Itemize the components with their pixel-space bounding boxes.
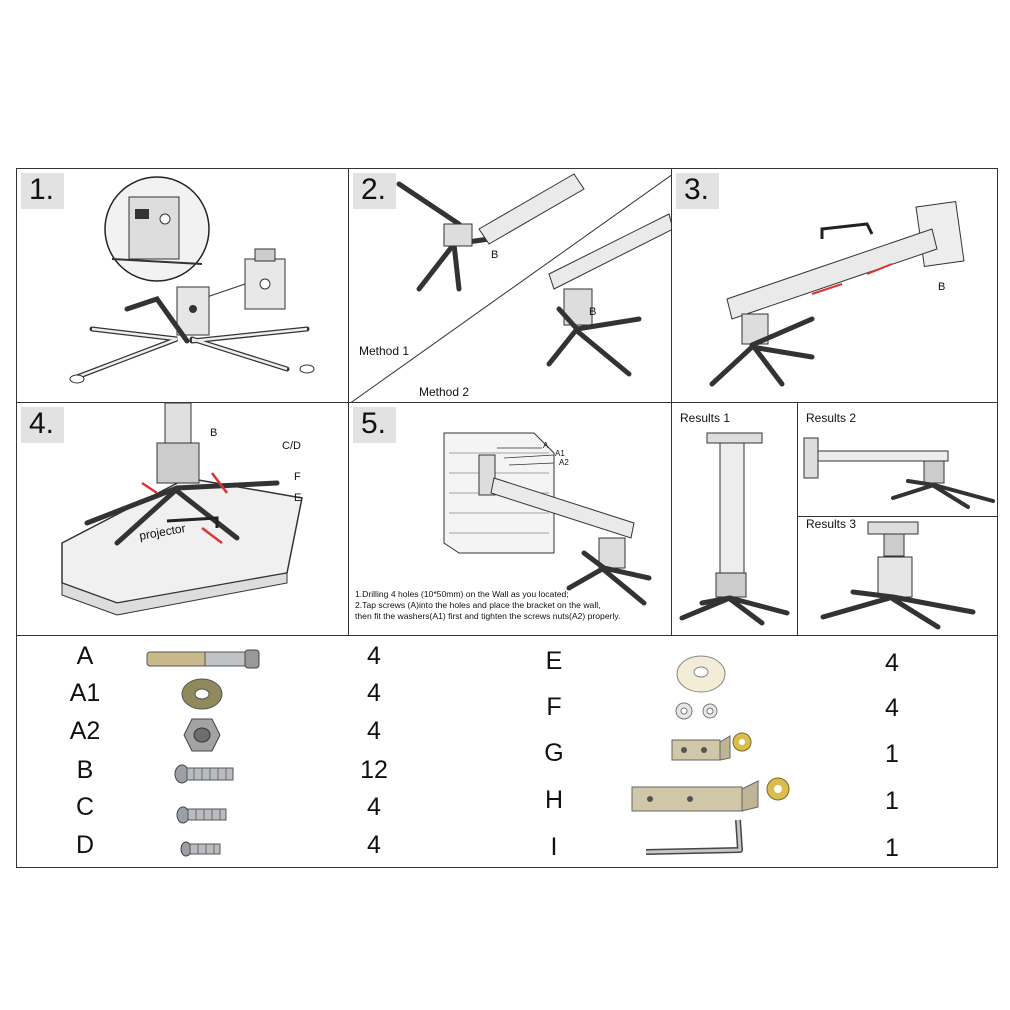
results-1-illustration [679, 432, 790, 626]
results-2-illustration [803, 437, 995, 509]
part-code-d: D [75, 831, 95, 859]
step-2-number: 2. [353, 173, 397, 209]
step-5-number: 5. [353, 407, 397, 443]
step-4-illustration [61, 403, 303, 616]
step-4-panel: 4. B C/D F E projector [16, 402, 349, 636]
results-2-panel: Results 2 [797, 402, 998, 517]
step-4-label-b: B [210, 427, 218, 439]
long-screw-icon [174, 764, 234, 784]
step-2-label-b2: B [589, 306, 597, 318]
part-code-a2: A2 [69, 717, 101, 745]
part-code-a1: A1 [69, 679, 101, 707]
method-2-label: Method 2 [419, 385, 470, 399]
step-2-illustration [350, 173, 671, 402]
part-code-i: I [550, 833, 558, 861]
step-1-panel: 1. [16, 168, 349, 403]
step-2-panel: 2. B B Method 1 Method 2 [348, 168, 672, 403]
step-3-number: 3. [676, 173, 720, 209]
allen-key-icon [645, 819, 743, 855]
part-qty-a1: 4 [367, 679, 381, 707]
results-3-title: Results 3 [806, 517, 857, 531]
part-qty-g: 1 [885, 740, 899, 768]
anchor-bolt-icon [146, 649, 260, 669]
part-qty-a2: 4 [367, 717, 381, 745]
medium-screw-icon [176, 806, 227, 824]
part-qty-b: 12 [360, 756, 388, 784]
part-qty-h: 1 [885, 787, 899, 815]
step-5-instructions: 1.Drilling 4 holes (10*50mm) on the Wall… [355, 589, 620, 622]
part-qty-i: 1 [885, 834, 899, 862]
step-5-label-a2: A2 [559, 458, 569, 467]
long-plate-icon [631, 777, 790, 812]
short-screw-icon [180, 841, 221, 857]
short-plate-icon [671, 732, 752, 761]
part-qty-f: 4 [885, 694, 899, 722]
step-4-label-cd: C/D [282, 440, 301, 452]
results-3-panel: Results 3 [797, 516, 998, 636]
step-4-label-f: F [294, 471, 301, 483]
spacer-washer-icon [676, 655, 726, 693]
part-code-f: F [546, 693, 562, 721]
method-1-label: Method 1 [359, 344, 410, 358]
step-3-illustration [709, 200, 965, 387]
step-1-illustration [69, 176, 315, 384]
part-code-c: C [75, 793, 95, 821]
step-4-label-e: E [294, 492, 302, 504]
instruction-line-1: 1.Drilling 4 holes (10*50mm) on the Wall… [355, 589, 569, 599]
step-5-label-a: A [543, 441, 549, 450]
step-1-number: 1. [21, 173, 65, 209]
step-3-panel: 3. B [671, 168, 998, 403]
results-3-illustration [820, 521, 976, 630]
part-qty-a: 4 [367, 642, 381, 670]
small-washers-icon [675, 702, 718, 720]
part-code-a: A [76, 642, 94, 670]
part-code-e: E [545, 647, 563, 675]
results-1-title: Results 1 [680, 411, 731, 425]
step-2-label-b1: B [491, 249, 499, 261]
results-1-panel: Results 1 [671, 402, 798, 636]
parts-list [16, 635, 998, 868]
step-3-label-b: B [938, 281, 946, 293]
part-code-h: H [544, 786, 564, 814]
part-code-g: G [544, 739, 564, 767]
instruction-line-2: 2.Tap screws (A)into the holes and place… [355, 600, 601, 610]
results-2-title: Results 2 [806, 411, 857, 425]
flat-washer-icon [181, 678, 223, 710]
hex-nut-icon [183, 718, 221, 752]
part-qty-c: 4 [367, 793, 381, 821]
part-qty-e: 4 [885, 649, 899, 677]
step-5-panel: 5. A A1 A2 1.Drilling 4 holes (10*50mm) … [348, 402, 672, 636]
step-4-number: 4. [21, 407, 65, 443]
step-5-label-a1: A1 [555, 449, 565, 458]
part-qty-d: 4 [367, 831, 381, 859]
part-code-b: B [76, 756, 94, 784]
step-5-illustration [443, 432, 652, 606]
instruction-line-3: then fit the washers(A1) first and tight… [355, 611, 621, 621]
